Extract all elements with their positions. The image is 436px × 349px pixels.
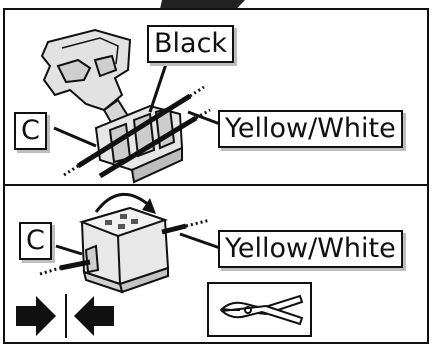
leader-c xyxy=(54,128,96,146)
leader-c-2 xyxy=(56,246,82,254)
leader-yw-2 xyxy=(180,234,220,248)
label-black: Black xyxy=(147,25,234,63)
label-c-2: C xyxy=(19,222,52,260)
leader-black xyxy=(150,58,168,112)
label-yellow-white-2: Yellow/White xyxy=(218,230,403,268)
wire-dash-3 xyxy=(40,268,60,274)
wire-dash-2 xyxy=(186,220,210,226)
connector-closed-icon xyxy=(82,208,168,292)
label-c: C xyxy=(14,112,47,150)
label-yellow-white: Yellow/White xyxy=(218,110,403,148)
press-arrows-icon xyxy=(16,294,114,338)
